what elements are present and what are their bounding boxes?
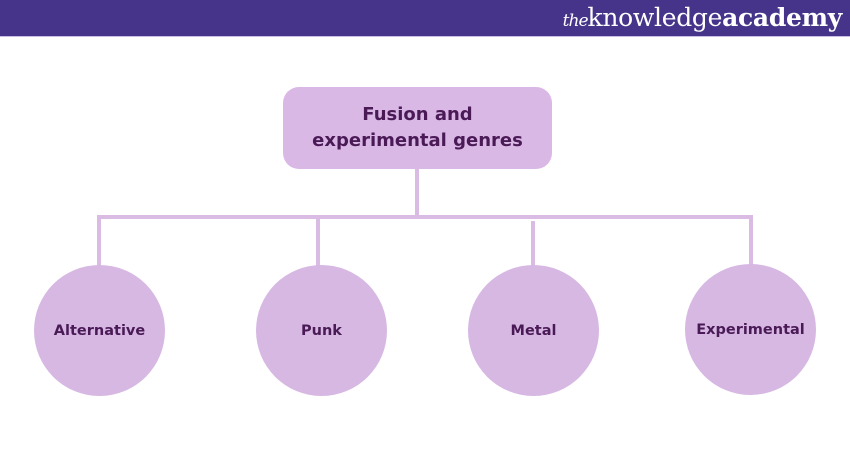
header-bar: theknowledgeacademy — [0, 0, 850, 37]
brand-logo[interactable]: theknowledgeacademy — [562, 2, 843, 37]
node-label: Alternative — [53, 322, 146, 339]
root-node-label: Fusion and experimental genres — [312, 104, 523, 151]
connector-metal — [531, 221, 535, 267]
brand-prefix: the — [562, 11, 589, 31]
node-metal: Metal — [468, 265, 599, 396]
node-punk: Punk — [256, 265, 387, 396]
connector-horizontal-bus — [97, 215, 753, 219]
root-node: Fusion and experimental genres — [283, 87, 552, 169]
connector-punk — [316, 219, 320, 267]
connector-alternative — [97, 215, 101, 267]
node-label: Punk — [301, 322, 342, 339]
connector-root-stem — [415, 169, 419, 217]
node-label: Experimental — [696, 321, 805, 338]
connector-experimental — [749, 215, 753, 265]
node-label: Metal — [510, 322, 557, 339]
brand-main: knowledge — [587, 3, 723, 32]
brand-suffix: academy — [722, 3, 842, 32]
node-experimental: Experimental — [685, 264, 816, 395]
node-alternative: Alternative — [34, 265, 165, 396]
